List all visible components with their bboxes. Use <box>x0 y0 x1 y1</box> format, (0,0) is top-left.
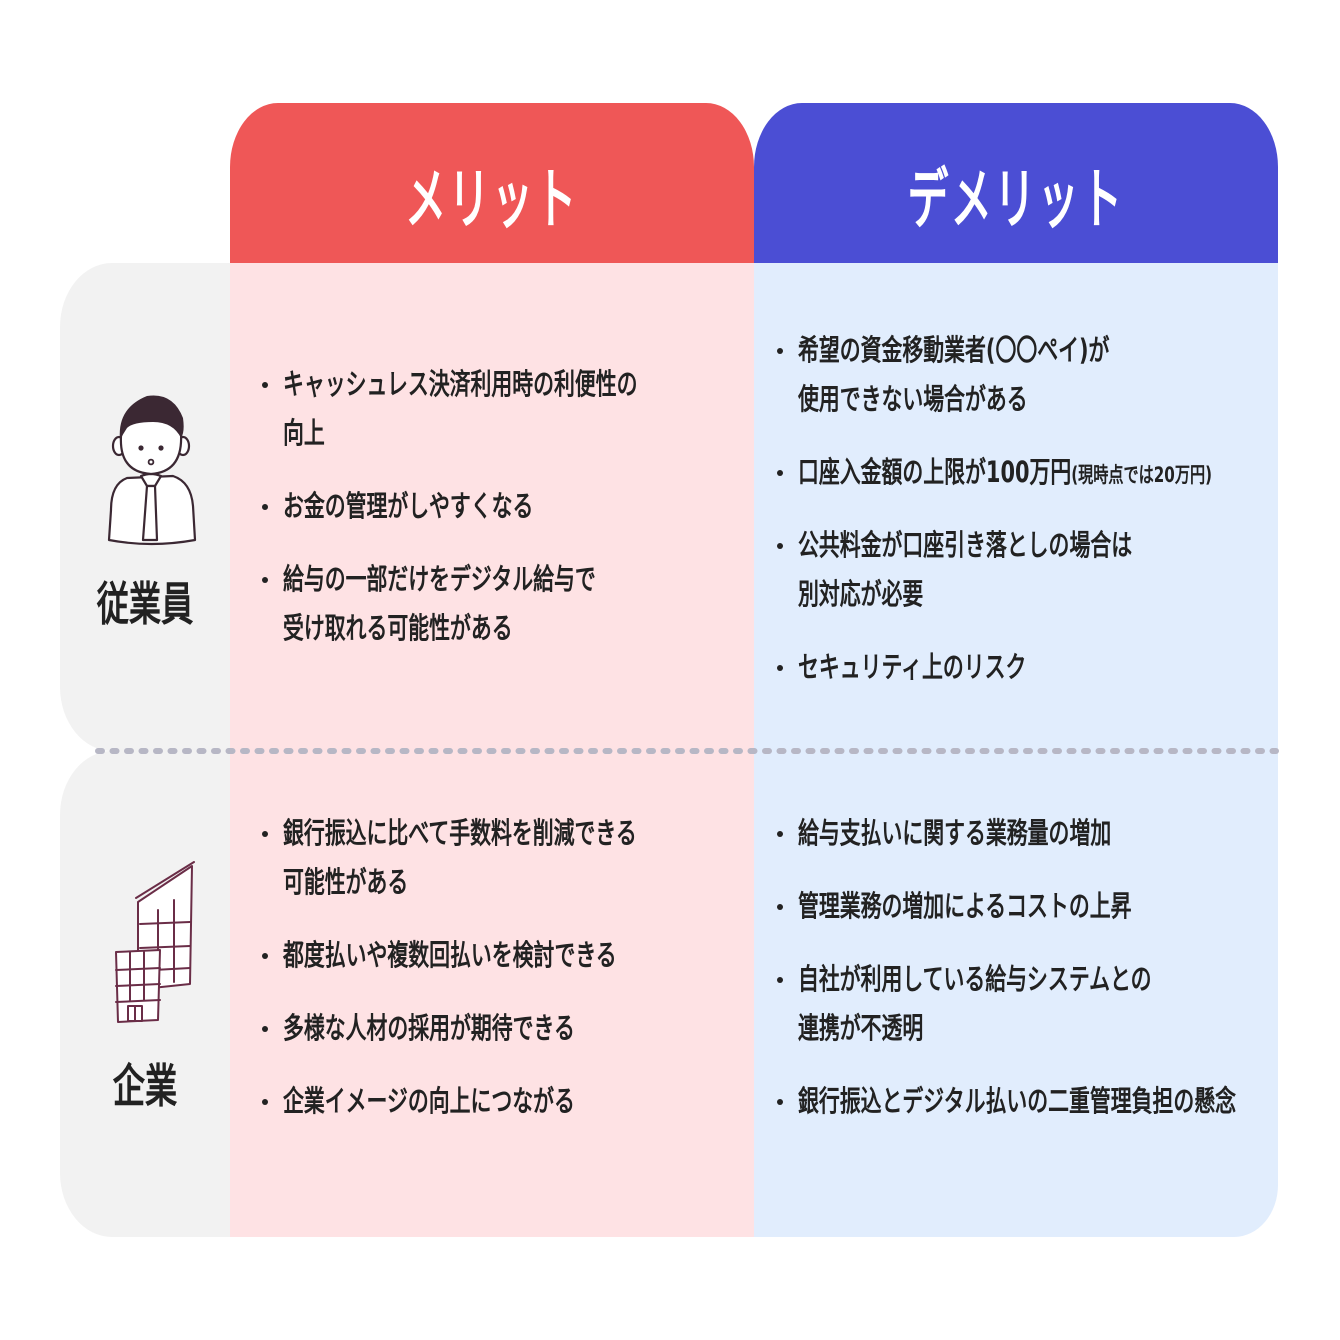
employee-row-label: 従業員 <box>96 577 194 631</box>
item-text: 希望の資金移動業者(〇〇ペイ)が <box>798 333 1110 367</box>
item-text: 可能性がある <box>283 865 409 899</box>
employee-person-icon <box>107 395 197 546</box>
demerit-header-title: デメリット <box>907 161 1125 238</box>
item-text: 給与支払いに関する業務量の増加 <box>798 816 1112 850</box>
item-text: 向上 <box>283 416 325 450</box>
list-item: 都度払いや複数回払いを検討できる <box>262 931 762 980</box>
item-note: (現時点では20万円) <box>1071 463 1212 487</box>
bullet-icon <box>777 977 783 983</box>
demerit-header: デメリット <box>754 103 1278 263</box>
list-item: 銀行振込とデジタル払いの二重管理負担の懸念 <box>777 1077 1277 1126</box>
item-text: キャッシュレス決済利用時の利便性の <box>283 367 638 401</box>
item-text: 銀行振込とデジタル払いの二重管理負担の懸念 <box>798 1084 1237 1118</box>
item-text: 使用できない場合がある <box>798 382 1028 416</box>
list-item: 自社が利用している給与システムとの 連携が不透明 <box>777 955 1277 1053</box>
bullet-icon <box>262 1099 268 1105</box>
list-item: 管理業務の増加によるコストの上昇 <box>777 882 1277 931</box>
item-text: お金の管理がしやすくなる <box>283 489 534 523</box>
item-text: 自社が利用している給与システムとの <box>798 962 1152 996</box>
list-item: 公共料金が口座引き落としの場合は 別対応が必要 <box>777 521 1277 619</box>
bullet-icon <box>262 1026 268 1032</box>
list-item: 多様な人材の採用が期待できる <box>262 1004 762 1053</box>
item-text: 管理業務の増加によるコストの上昇 <box>798 889 1132 923</box>
list-item: セキュリティ上のリスク <box>777 643 1277 692</box>
item-text: 企業イメージの向上につながる <box>283 1084 575 1118</box>
bullet-icon <box>777 470 783 476</box>
item-text: 別対応が必要 <box>798 577 924 611</box>
company-merit-list: 銀行振込に比べて手数料を削減できる 可能性がある 都度払いや複数回払いを検討でき… <box>262 809 762 1150</box>
bullet-icon <box>262 577 268 583</box>
item-text: 公共料金が口座引き落としの場合は <box>798 528 1133 562</box>
bullet-icon <box>777 543 783 549</box>
row-divider-dashed-line <box>95 748 1279 754</box>
list-item: お金の管理がしやすくなる <box>262 482 762 531</box>
company-building-icon <box>115 861 195 1023</box>
list-item: 口座入金額の上限が100万円(現時点では20万円) <box>777 448 1277 497</box>
list-item: 希望の資金移動業者(〇〇ペイ)が 使用できない場合がある <box>777 326 1277 424</box>
list-item: 給与の一部だけをデジタル給与で 受け取れる可能性がある <box>262 555 762 653</box>
item-text: 受け取れる可能性がある <box>283 611 513 645</box>
bullet-icon <box>777 348 783 354</box>
company-demerit-list: 給与支払いに関する業務量の増加 管理業務の増加によるコストの上昇 自社が利用して… <box>777 809 1277 1150</box>
bullet-icon <box>777 904 783 910</box>
item-text: 多様な人材の採用が期待できる <box>283 1011 575 1045</box>
bullet-icon <box>262 831 268 837</box>
bullet-icon <box>777 831 783 837</box>
item-text: 口座入金額の上限が100万円(現時点では20万円) <box>798 455 1212 489</box>
bullet-icon <box>262 382 268 388</box>
company-row-label: 企業 <box>112 1059 178 1113</box>
item-text: セキュリティ上のリスク <box>798 650 1027 684</box>
bullet-icon <box>777 1099 783 1105</box>
merit-header: メリット <box>230 103 754 263</box>
list-item: 企業イメージの向上につながる <box>262 1077 762 1126</box>
employee-demerit-list: 希望の資金移動業者(〇〇ペイ)が 使用できない場合がある 口座入金額の上限が10… <box>777 326 1277 716</box>
list-item: 銀行振込に比べて手数料を削減できる 可能性がある <box>262 809 762 907</box>
employee-merit-list: キャッシュレス決済利用時の利便性の 向上 お金の管理がしやすくなる 給与の一部だ… <box>262 360 762 677</box>
list-item: キャッシュレス決済利用時の利便性の 向上 <box>262 360 762 458</box>
item-text: 都度払いや複数回払いを検討できる <box>283 938 617 972</box>
item-text: 連携が不透明 <box>798 1011 924 1045</box>
list-item: 給与支払いに関する業務量の増加 <box>777 809 1277 858</box>
bullet-icon <box>262 504 268 510</box>
bullet-icon <box>262 953 268 959</box>
bullet-icon <box>777 665 783 671</box>
merit-header-title: メリット <box>405 161 579 238</box>
item-text: 銀行振込に比べて手数料を削減できる <box>283 816 637 850</box>
item-text: 給与の一部だけをデジタル給与で <box>283 562 596 596</box>
